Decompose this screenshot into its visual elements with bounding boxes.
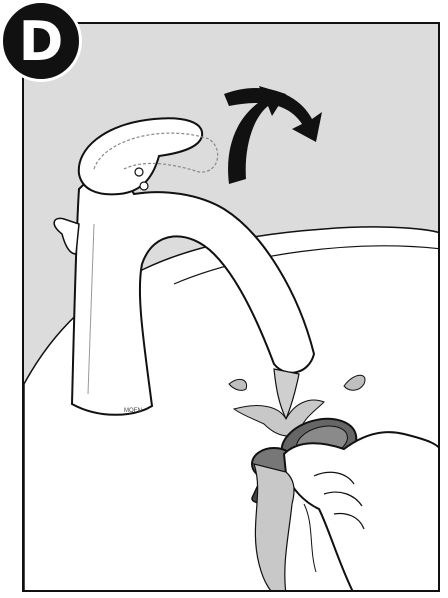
handle-screw-2 — [140, 182, 148, 190]
illustration-frame: MOEN — [22, 22, 440, 592]
faucet-illustration: MOEN — [24, 24, 440, 592]
step-badge: D — [0, 0, 82, 82]
brand-mark: MOEN — [124, 408, 142, 414]
handle-screw-1 — [135, 168, 143, 176]
faucet-handle — [79, 118, 202, 194]
faucet-stem — [54, 218, 79, 254]
step-letter: D — [19, 10, 64, 73]
